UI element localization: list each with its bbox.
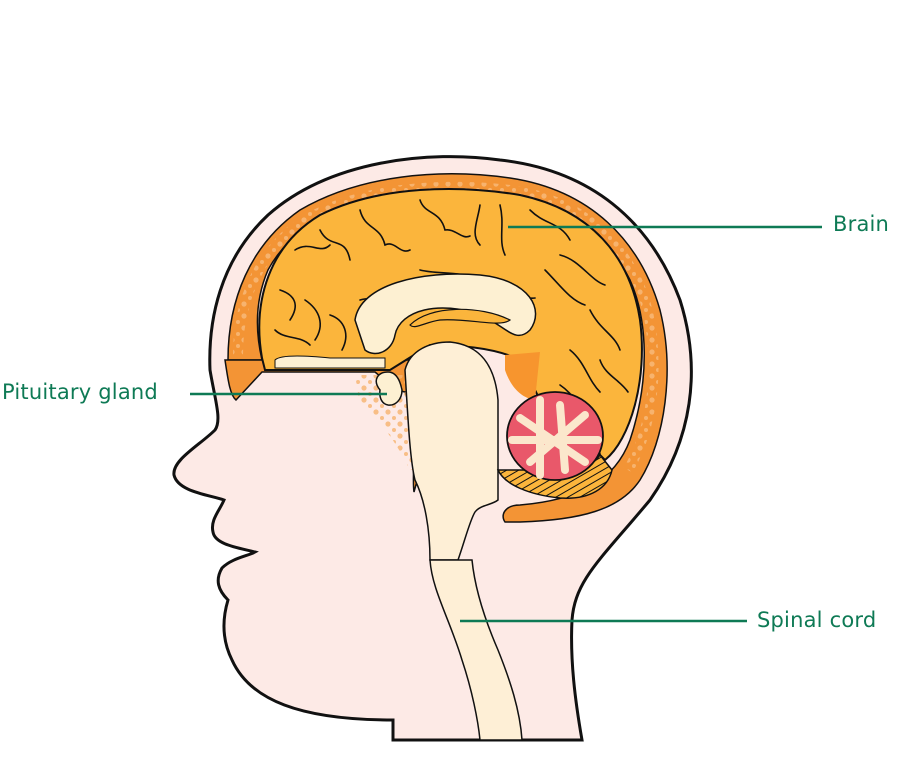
brainstem [404, 341, 499, 561]
spinal-cord [429, 559, 523, 741]
leader-lines [190, 225, 822, 623]
label-spinal-cord: Spinal cord [757, 608, 877, 632]
label-pituitary-gland: Pituitary gland [2, 380, 158, 404]
label-brain: Brain [833, 212, 890, 236]
cerebellum [496, 391, 613, 499]
pituitary-gland [375, 371, 403, 406]
